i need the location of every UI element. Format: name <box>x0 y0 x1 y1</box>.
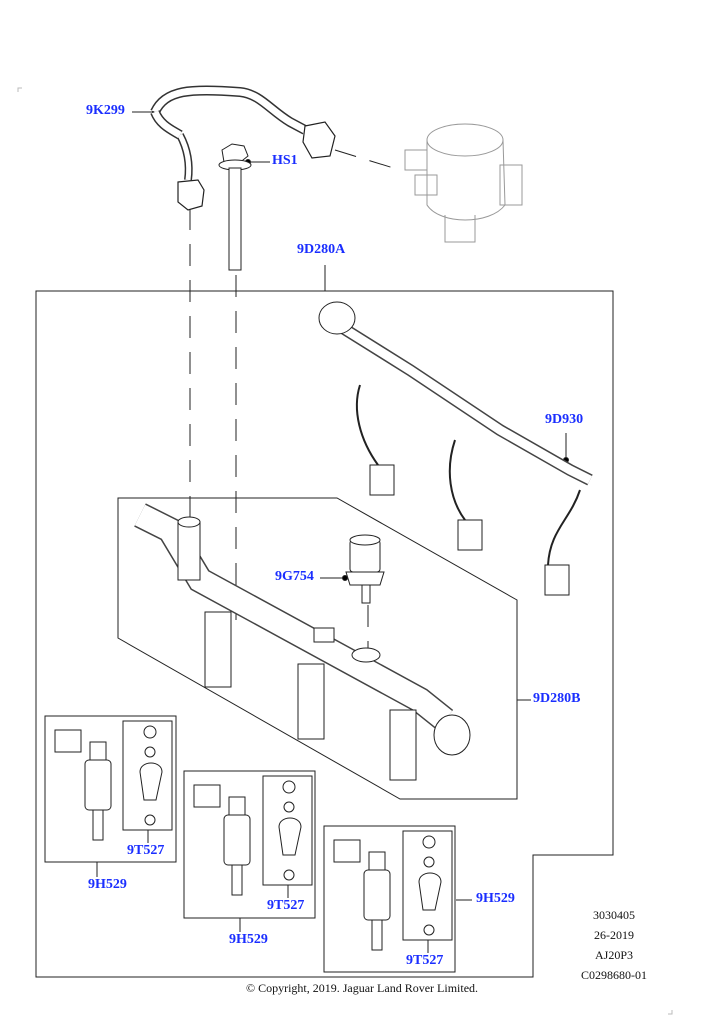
harness-part <box>318 301 593 596</box>
callout-9t527[interactable]: 9T527 <box>267 898 305 913</box>
callout-9k299[interactable]: 9K299 <box>86 103 125 118</box>
callout-9d280a[interactable]: 9D280A <box>297 242 346 257</box>
assembly-dashes <box>189 149 401 650</box>
reference-line: 3030405 <box>593 908 635 922</box>
pressure-sensor-part <box>345 534 385 604</box>
reference-line: AJ20P3 <box>594 948 633 962</box>
callout-9t527[interactable]: 9T527 <box>406 953 444 968</box>
injector-box-3 <box>323 825 456 973</box>
callout-hs1[interactable]: HS1 <box>272 153 298 168</box>
fuel-rail-outline <box>117 497 518 800</box>
callout-9t527[interactable]: 9T527 <box>127 843 165 858</box>
injector-box-1 <box>44 715 177 863</box>
injector-box-2 <box>183 770 316 919</box>
reference-line: C0298680-01 <box>581 968 647 982</box>
callout-9h529[interactable]: 9H529 <box>476 891 515 906</box>
reference-line: 26-2019 <box>594 928 634 942</box>
callout-9d930[interactable]: 9D930 <box>545 412 584 427</box>
fuel-pipe-part <box>150 85 336 211</box>
callout-9g754[interactable]: 9G754 <box>275 569 314 584</box>
callout-9h529[interactable]: 9H529 <box>88 877 127 892</box>
rail-kit-outline <box>35 290 614 978</box>
injector-parts <box>54 725 442 951</box>
callout-9d280b[interactable]: 9D280B <box>533 691 581 706</box>
fuel-pump-part <box>404 123 523 243</box>
reference-block: 3030405 26-2019 AJ20P3 C0298680-01 <box>559 905 669 985</box>
bolt-part <box>218 143 252 271</box>
copyright-notice: © Copyright, 2019. Jaguar Land Rover Lim… <box>245 981 479 995</box>
fuel-rail-part <box>134 503 471 781</box>
callout-9h529[interactable]: 9H529 <box>229 932 268 947</box>
